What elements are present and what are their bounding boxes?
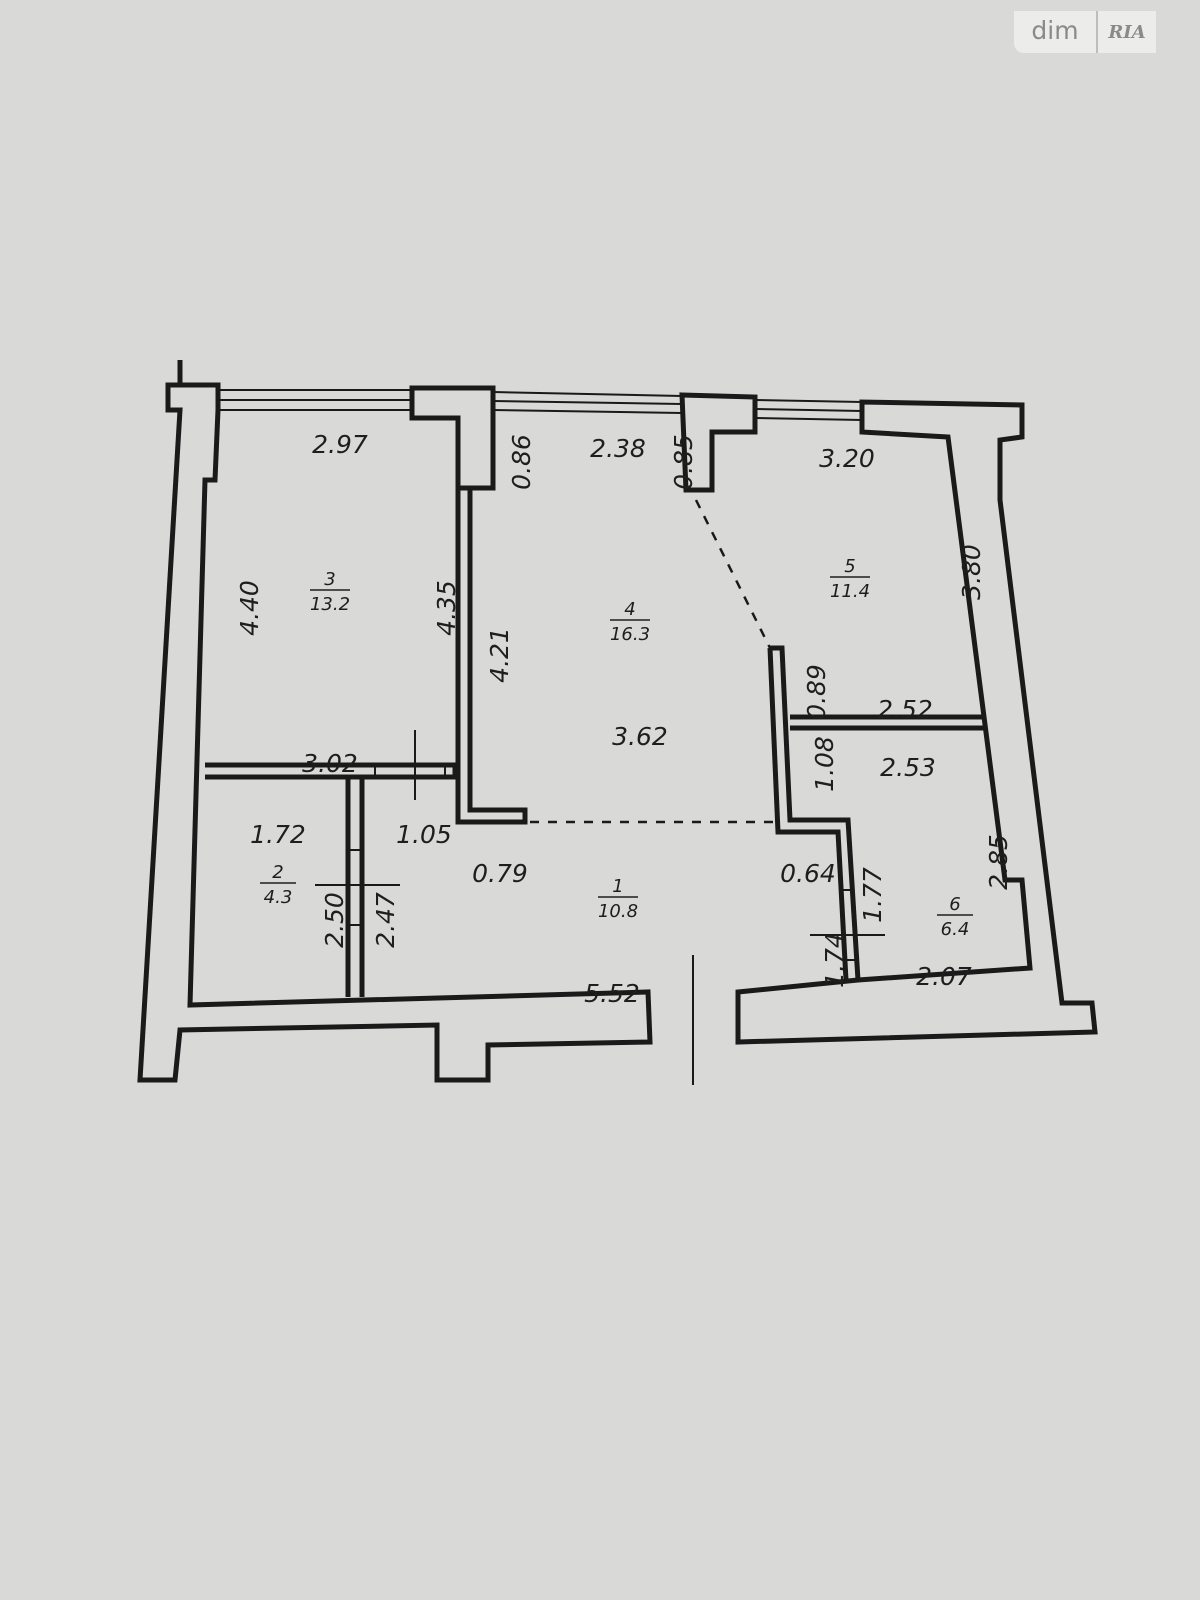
room-1-number: 1	[612, 876, 623, 897]
wall-room3-room2	[205, 762, 458, 780]
door-room3	[374, 730, 446, 800]
dim-room1-right-stub: 0.64	[780, 859, 836, 888]
room-3-area: 13.2	[310, 594, 350, 615]
dim-room4-top: 2.38	[590, 434, 646, 463]
dim-room1-stub: 0.79	[472, 859, 528, 888]
dim-room6-door-lower: 1.74	[820, 932, 849, 988]
room-3-number: 3	[324, 569, 335, 590]
dim-room6-top: 2.53	[880, 753, 936, 782]
window-left	[218, 389, 412, 411]
room-5-number: 5	[844, 556, 855, 577]
room-6-area: 6.4	[941, 919, 970, 940]
dim-room3-top: 2.97	[312, 430, 368, 459]
wall-room4-room6	[767, 645, 861, 981]
room-1-area: 10.8	[598, 901, 638, 922]
dim-room4-window-left: 0.86	[507, 434, 536, 490]
dim-room1-top-left: 1.05	[396, 820, 452, 849]
watermark-dim: dim	[1014, 11, 1098, 53]
window-middle	[492, 391, 683, 414]
room-6-number: 6	[949, 894, 960, 915]
wall-room5-room6	[790, 714, 985, 731]
room-labels: 3 13.2 4 16.3 5 11.4 2 4.3 1 10.8 6 6.4	[260, 556, 973, 940]
room-4-number: 4	[624, 599, 635, 620]
dim-room4-left: 4.21	[485, 627, 514, 683]
dim-room6-left: 1.08	[810, 736, 839, 792]
dim-room5-right: 3.80	[957, 544, 986, 600]
walls	[137, 360, 1098, 1085]
dimria-watermark: dim RIA	[1014, 11, 1156, 53]
dim-room3-left: 4.40	[235, 580, 264, 636]
dim-room2-right: 2.50	[320, 892, 349, 948]
dim-room2-top: 1.72	[250, 820, 306, 849]
room-4-area: 16.3	[610, 624, 650, 645]
dim-room5-top: 3.20	[819, 444, 875, 473]
dim-room4-depth: 3.62	[612, 722, 668, 751]
zone-divider-diagonal	[694, 499, 772, 649]
wall-room3-room4	[455, 488, 528, 825]
dim-room4-window-right: 0.85	[669, 434, 698, 490]
room-5-area: 11.4	[830, 581, 870, 602]
watermark-ria: RIA	[1108, 21, 1146, 43]
dim-room5-stub: 0.89	[802, 664, 831, 720]
door-room2	[315, 849, 400, 926]
room-2-number: 2	[272, 862, 283, 883]
window-right	[754, 399, 863, 421]
dim-room6-right: 2.85	[984, 834, 1013, 890]
dimension-labels: 2.97 4.40 4.35 3.02 0.86 2.38 0.85 4.21 …	[235, 430, 1013, 1008]
dim-room6-door-upper: 1.77	[858, 867, 887, 923]
dim-room6-bottom: 2.07	[916, 962, 972, 991]
dim-room1-bottom: 5.52	[584, 979, 640, 1008]
dim-room1-left: 2.47	[371, 892, 400, 948]
outer-wall-left-bottom	[137, 360, 653, 1083]
wall-room2-room1	[345, 777, 365, 997]
outer-wall-right-bottom	[735, 399, 1098, 1045]
room-2-area: 4.3	[264, 887, 293, 908]
pier-middle	[409, 385, 496, 491]
dim-room3-right: 4.35	[432, 580, 461, 636]
door-room6	[810, 889, 885, 961]
pier-right	[679, 392, 758, 493]
dim-room5-bottom: 2.52	[877, 695, 933, 724]
dim-room3-bottom: 3.02	[302, 749, 358, 778]
